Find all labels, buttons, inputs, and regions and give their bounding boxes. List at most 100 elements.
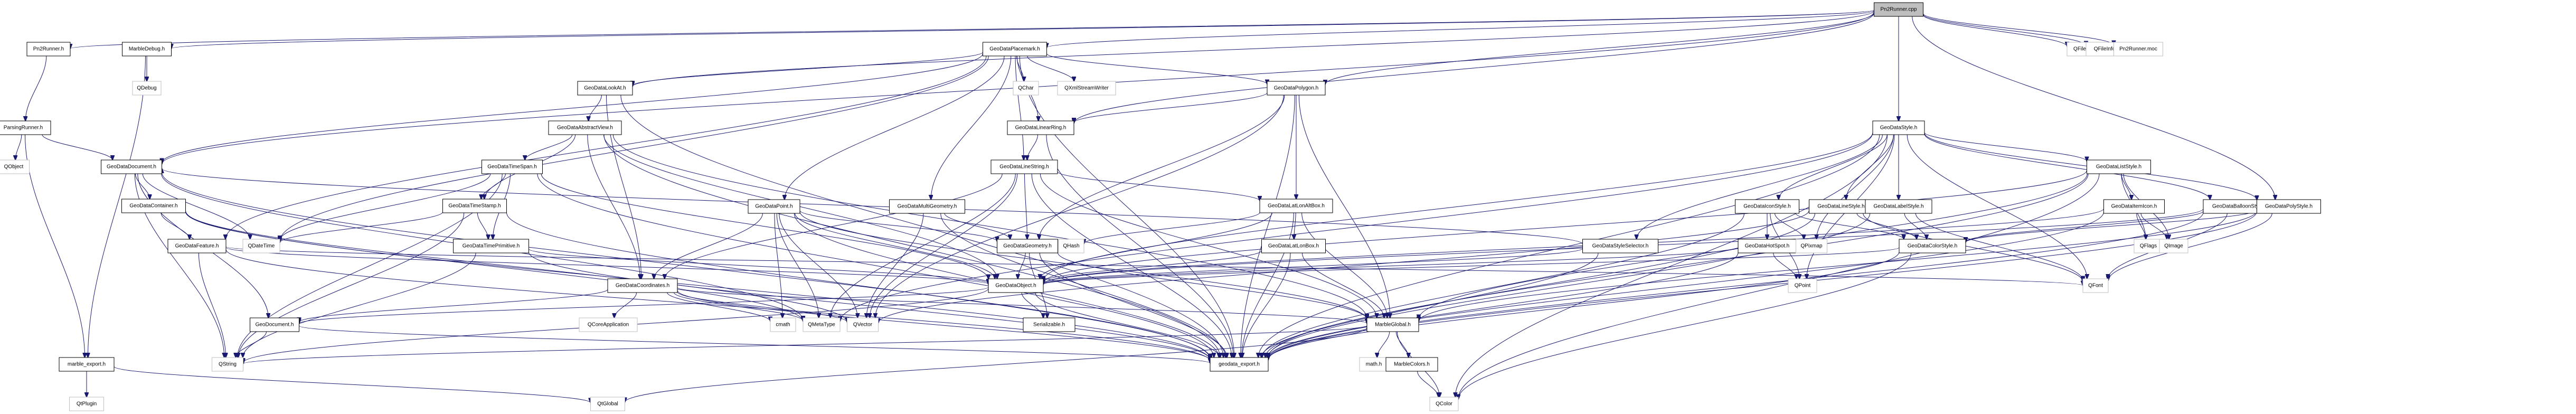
node-geodatalabelstyle[interactable]: GeoDataLabelStyle.h	[1865, 199, 1932, 214]
node-geodatageometry[interactable]: GeoDataGeometry.h	[997, 239, 1058, 253]
node-box	[1359, 357, 1389, 372]
node-parsingrunner[interactable]: ParsingRunner.h	[0, 120, 51, 135]
node-label: GeoDataLookAt.h	[584, 86, 626, 91]
node-label: Pn2Runner.moc	[2119, 46, 2157, 52]
edge-parsingrunner-to-geodatadocument	[42, 134, 112, 160]
node-geodatalatlonbox[interactable]: GeoDataLatLonBox.h	[1261, 239, 1326, 253]
node-box	[1735, 199, 1799, 214]
node-geodataliststyle[interactable]: GeoDataListStyle.h	[2087, 159, 2151, 174]
edge-geodatalatlonbox-to-geodata_export	[1242, 252, 1291, 357]
node-geodatastyle[interactable]: GeoDataStyle.h	[1872, 120, 1925, 135]
edge-root-to-marbledebug	[172, 10, 1874, 49]
node-geodatahotspot[interactable]: GeoDataHotSpot.h	[1738, 239, 1797, 253]
edge-geodataballoonstyle-to-geodata_export	[1268, 212, 2204, 360]
node-marbledebug[interactable]: MarbleDebug.h	[122, 42, 172, 57]
node-pn2runner_h[interactable]: Pn2Runner.h	[26, 42, 71, 57]
edge-geodatalabelstyle-to-qfont	[1915, 213, 2083, 280]
edge-geodatacolorstyle-to-qcolor	[1458, 252, 1912, 399]
node-qdatetime: QDateTime	[242, 239, 280, 253]
node-geodata_export[interactable]: geodata_export.h	[1210, 357, 1269, 372]
edge-geodataliststyle-to-qcolor	[1458, 173, 2100, 399]
node-geodatacolorstyle[interactable]: GeoDataColorStyle.h	[1899, 239, 1966, 253]
node-qmetatype: QMetaType	[803, 317, 841, 332]
node-geodatapolystyle[interactable]: GeoDataPolyStyle.h	[2257, 199, 2321, 214]
node-box	[2257, 199, 2321, 214]
node-geodatapoint[interactable]: GeoDataPoint.h	[748, 199, 800, 214]
edge-geodataabstractview-to-geodata_export	[603, 134, 1220, 357]
node-geodatatimespan[interactable]: GeoDataTimeSpan.h	[482, 159, 543, 174]
node-box	[453, 239, 529, 253]
node-geodatalinestring[interactable]: GeoDataLineString.h	[990, 159, 1058, 174]
node-box	[1809, 199, 1873, 214]
node-geodatalinearring[interactable]: GeoDataLinearRing.h	[1007, 120, 1074, 135]
node-marble_export[interactable]: marble_export.h	[59, 357, 115, 372]
node-box	[1865, 199, 1932, 214]
node-box	[1058, 239, 1084, 253]
node-geodatacoordinates[interactable]: GeoDataCoordinates.h	[607, 278, 678, 293]
edge-geodatacontainer-to-geodatafeature	[161, 212, 190, 239]
edge-geodataiconstyle-to-geodata_export	[1262, 213, 1745, 357]
node-box	[1057, 81, 1116, 96]
node-label: QtGlobal	[597, 401, 618, 407]
node-geodatatimeprimitive[interactable]: GeoDataTimePrimitive.h	[453, 239, 529, 253]
edge-geodatamultigeometry-to-geodata_export	[940, 213, 1226, 357]
edge-marbleglobal-to-math_h	[1377, 331, 1390, 357]
node-box	[1210, 357, 1269, 372]
edge-geodataplacemark-to-geodata_export	[1019, 55, 1234, 357]
node-box	[1261, 239, 1326, 253]
node-geodatafeature[interactable]: GeoDataFeature.h	[167, 239, 227, 253]
edge-geodatalookat-to-geodata_export	[620, 95, 1223, 357]
edge-geodataiconstyle-to-geodatacolorstyle	[1795, 213, 1903, 239]
node-box	[1738, 239, 1797, 253]
edge-geodatatimeprimitive-to-qstring	[243, 252, 476, 357]
edge-geodataplacemark-to-geodatafeature	[225, 55, 987, 239]
node-box	[2113, 42, 2163, 57]
node-pn2runner_moc: Pn2Runner.moc	[2113, 42, 2163, 57]
node-box	[548, 120, 622, 135]
node-label: cmath	[776, 322, 790, 328]
node-marbleglobal[interactable]: MarbleGlobal.h	[1366, 317, 1419, 332]
node-geodatastyleselector[interactable]: GeoDataStyleSelector.h	[1582, 239, 1658, 253]
node-geodatalatlonaltbox[interactable]: GeoDataLatLonAltBox.h	[1259, 199, 1333, 213]
edge-geodatapoint-to-geodatageometry	[799, 210, 997, 241]
node-qtplugin: QtPlugin	[69, 397, 104, 411]
node-box	[847, 317, 879, 332]
edge-marbleglobal-to-qstring	[243, 325, 1367, 364]
edge-geodatageometry-to-marbleglobal	[1058, 252, 1367, 319]
node-geodatalinestyle[interactable]: GeoDataLineStyle.h	[1809, 199, 1873, 214]
edge-geodatalinestyle-to-geodata_export	[1266, 213, 1815, 357]
edge-geodataitemicon-to-qflags	[2136, 213, 2146, 239]
node-marblecolors[interactable]: MarbleColors.h	[1385, 357, 1438, 372]
node-geodatacontainer[interactable]: GeoDataContainer.h	[121, 199, 186, 213]
node-geodataitemicon[interactable]: GeoDataItemIcon.h	[2103, 199, 2165, 214]
edge-geodatatimeprimitive-to-geodataobject	[529, 248, 989, 284]
edge-geodatapoint-to-qvector	[779, 213, 858, 318]
node-root[interactable]: Pn2Runner.cpp	[1874, 2, 1923, 17]
node-label: GeoDataPolyStyle.h	[2265, 204, 2313, 210]
node-box	[990, 159, 1058, 174]
node-serializable[interactable]: Serializable.h	[1023, 317, 1075, 332]
node-box	[1429, 397, 1459, 411]
edge-geodatatimespan-to-geodatatimestamp	[481, 173, 506, 199]
edge-geodatahotspot-to-geodataobject	[1043, 247, 1739, 284]
node-box	[250, 317, 299, 332]
node-label: QDebug	[137, 86, 156, 91]
edge-geodataplacemark-to-geodatalinestring	[1015, 55, 1024, 160]
node-geodataiconstyle[interactable]: GeoDataIconStyle.h	[1735, 199, 1799, 214]
node-geodataabstractview[interactable]: GeoDataAbstractView.h	[548, 120, 622, 135]
node-box	[1007, 120, 1074, 135]
node-geodataobject[interactable]: GeoDataObject.h	[988, 278, 1044, 293]
node-geodocument[interactable]: GeoDocument.h	[250, 317, 299, 332]
edge-geodataabstractview-to-geodatatimespan	[525, 134, 573, 160]
node-geodatadocument[interactable]: GeoDataDocument.h	[101, 159, 162, 174]
node-geodatamultigeometry[interactable]: GeoDataMultiGeometry.h	[889, 199, 965, 214]
node-geodataplacemark[interactable]: GeoDataPlacemark.h	[983, 42, 1047, 57]
node-label: GeoDataObject.h	[995, 283, 1036, 289]
node-geodatatimestamp[interactable]: GeoDataTimeStamp.h	[442, 199, 507, 213]
node-box	[122, 42, 172, 57]
node-label: QPixmap	[1800, 243, 1823, 249]
node-label: geodata_export.h	[1219, 362, 1260, 368]
node-geodatapolygon[interactable]: GeoDataPolygon.h	[1267, 81, 1326, 96]
node-geodatalookat[interactable]: GeoDataLookAt.h	[577, 81, 633, 96]
